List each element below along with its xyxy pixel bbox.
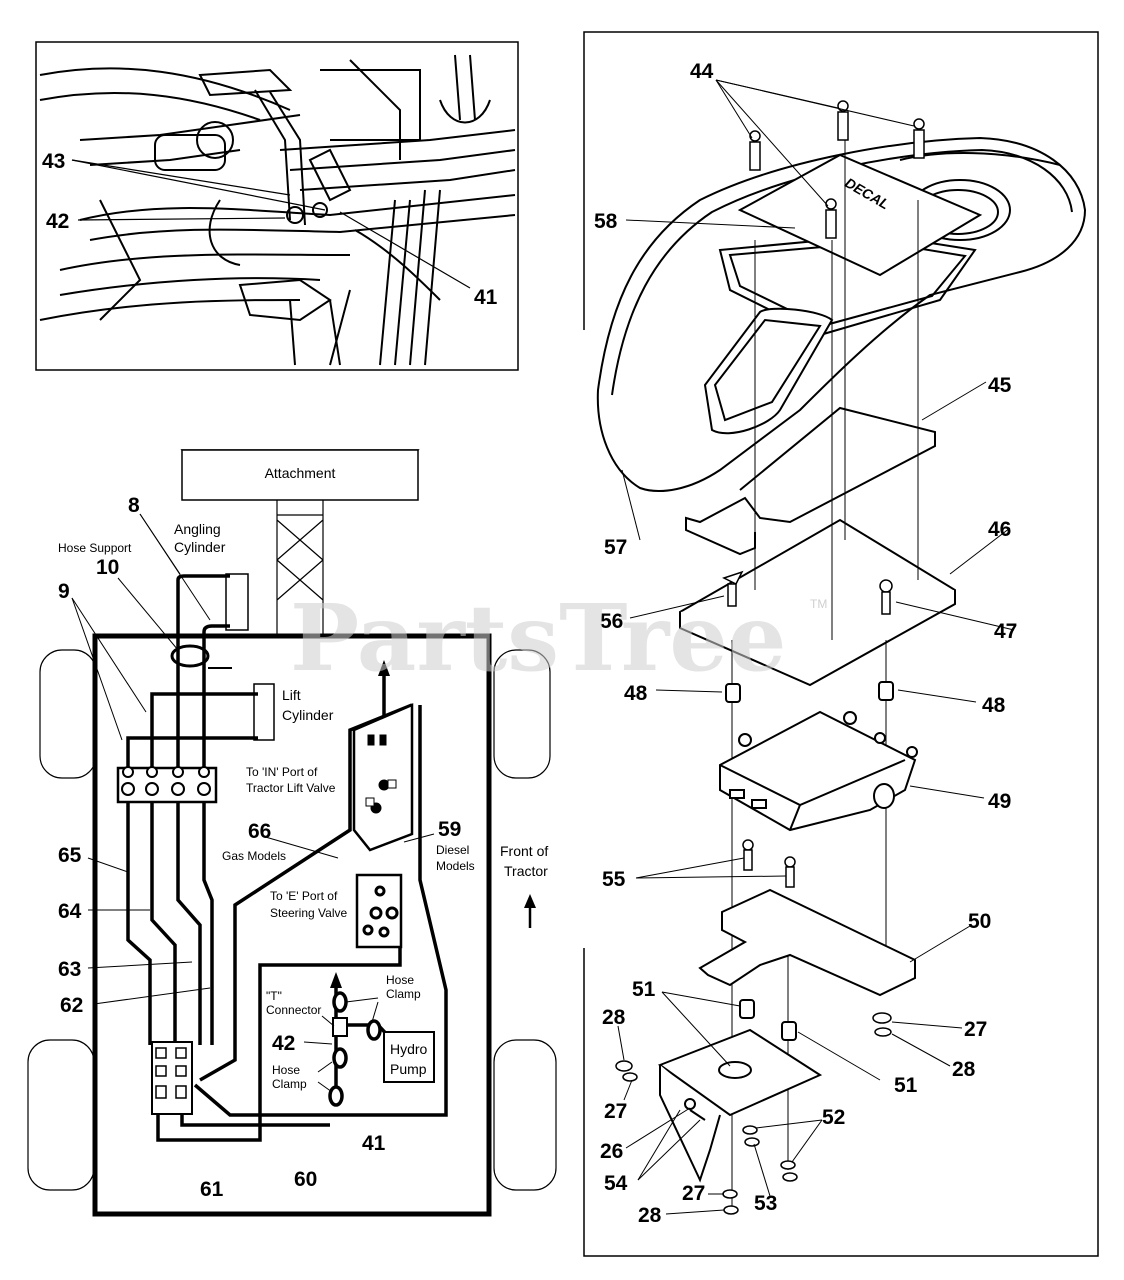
callout-27-left: 27	[604, 1100, 627, 1123]
label-diesel-1: Diesel	[436, 843, 469, 857]
screws-44	[749, 100, 925, 239]
screw-56-head	[722, 570, 744, 586]
label-t-connector-2: Connector	[266, 1003, 321, 1017]
callout-28-left: 28	[602, 1006, 626, 1029]
callout-28-bottom: 28	[638, 1204, 662, 1227]
valve-body-49	[719, 710, 918, 832]
callout-45: 45	[988, 374, 1012, 397]
callout-41-schematic: 41	[362, 1132, 386, 1155]
label-gas-models: Gas Models	[222, 849, 286, 863]
t-connector	[328, 991, 382, 1107]
callout-50: 50	[968, 910, 991, 933]
bracket-plate-50	[698, 888, 916, 997]
label-in-port-1: To 'IN' Port of	[246, 765, 318, 779]
callout-28-right: 28	[952, 1058, 976, 1081]
engine-bay-sketch	[39, 54, 516, 366]
callout-53: 53	[754, 1192, 777, 1215]
watermark: PartsTree	[290, 584, 786, 692]
callout-51-left: 51	[632, 978, 656, 1001]
callout-48-right: 48	[982, 694, 1006, 717]
wheel-rear-left	[39, 649, 97, 779]
photo-inset: 43 42 41	[35, 41, 519, 371]
label-e-port-2: Steering Valve	[270, 906, 347, 920]
callout-44: 44	[690, 60, 714, 83]
callout-55: 55	[602, 868, 626, 891]
callout-42-schematic: 42	[272, 1032, 295, 1055]
screw-47	[881, 591, 891, 615]
callout-8: 8	[128, 494, 140, 517]
label-e-port-1: To 'E' Port of	[270, 889, 338, 903]
callout-59: 59	[438, 818, 461, 841]
label-hose-clamp-bottom-2: Clamp	[272, 1077, 307, 1091]
schematic-leaders	[71, 513, 435, 1093]
label-hose-clamp-top-1: Hose	[386, 973, 414, 987]
label-attachment: Attachment	[265, 465, 336, 481]
callout-58: 58	[594, 210, 618, 233]
mounting-bracket-54	[657, 1028, 823, 1183]
screw-56	[727, 583, 737, 607]
callout-52: 52	[822, 1106, 845, 1129]
wheel-front-right	[493, 1039, 557, 1191]
callout-47: 47	[994, 620, 1017, 643]
callout-46: 46	[988, 518, 1011, 541]
callout-51-right: 51	[894, 1074, 918, 1097]
lift-valve	[352, 703, 414, 852]
exploded-frame	[583, 31, 1099, 1257]
screws-55	[742, 839, 796, 888]
callout-57: 57	[604, 536, 627, 559]
callout-54: 54	[604, 1172, 628, 1195]
callout-65: 65	[58, 844, 82, 867]
decal-plate: DECAL	[737, 153, 983, 277]
watermark-tm: TM	[810, 597, 827, 611]
callout-27-right: 27	[964, 1018, 987, 1041]
exploded-leaders	[617, 79, 1015, 1215]
callout-63: 63	[58, 958, 81, 981]
callout-10: 10	[96, 556, 119, 579]
lift-cylinder	[253, 683, 275, 741]
photo-leaders	[71, 159, 471, 289]
callout-43: 43	[42, 150, 65, 173]
label-hydro-1: Hydro	[390, 1041, 428, 1057]
label-angling-2: Cylinder	[174, 539, 226, 555]
exploded-view: DECAL	[583, 31, 1099, 1257]
callout-42: 42	[46, 210, 69, 233]
callout-56: 56	[600, 610, 623, 633]
label-hydro-2: Pump	[390, 1061, 427, 1077]
plate-45	[685, 406, 936, 556]
callout-27-bottom: 27	[682, 1182, 705, 1205]
label-front-2: Tractor	[504, 863, 548, 879]
callout-62: 62	[60, 994, 83, 1017]
callout-41: 41	[474, 286, 498, 309]
callout-66: 66	[248, 820, 271, 843]
front-arrow-icon	[524, 894, 536, 908]
attachment-frame	[276, 500, 324, 636]
callout-64: 64	[58, 900, 82, 923]
label-angling-1: Angling	[174, 521, 221, 537]
angling-cylinder	[225, 573, 249, 631]
label-hose-clamp-bottom-1: Hose	[272, 1063, 300, 1077]
wheel-rear-right	[493, 649, 551, 779]
callout-60: 60	[294, 1168, 317, 1191]
callout-48-left: 48	[624, 682, 648, 705]
hydro-pump	[383, 1031, 435, 1083]
spacers-48	[725, 681, 894, 703]
label-lift-2: Cylinder	[282, 707, 334, 723]
callout-9: 9	[58, 580, 70, 603]
label-in-port-2: Tractor Lift Valve	[246, 781, 336, 795]
tractor-frame	[92, 633, 492, 1217]
callout-26: 26	[600, 1140, 623, 1163]
callout-61: 61	[200, 1178, 224, 1201]
label-hose-clamp-top-2: Clamp	[386, 987, 421, 1001]
attachment-plate	[181, 449, 419, 501]
label-front-1: Front of	[500, 843, 548, 859]
label-diesel-2: Models	[436, 859, 475, 873]
hydraulic-schematic: Attachment	[27, 449, 557, 1217]
label-t-connector-1: "T"	[266, 989, 282, 1003]
callout-49: 49	[988, 790, 1011, 813]
label-lift-1: Lift	[282, 687, 301, 703]
label-hose-support: Hose Support	[58, 541, 132, 555]
wheel-front-left	[27, 1039, 95, 1191]
